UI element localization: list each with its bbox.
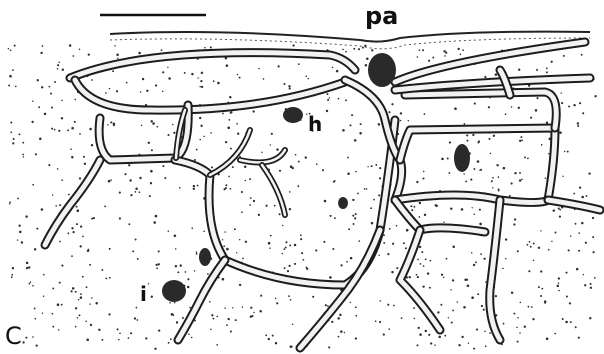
label-pa: pa [365, 2, 398, 30]
label-i: i [140, 282, 147, 306]
label-h: h [308, 112, 322, 136]
surface-layer [110, 32, 590, 49]
hyphal-clump-i [162, 280, 186, 302]
panel-letter: C [5, 322, 22, 350]
apical-clump [368, 53, 396, 87]
hyphal-clump-h [283, 107, 303, 123]
hyphal-network [45, 42, 600, 348]
